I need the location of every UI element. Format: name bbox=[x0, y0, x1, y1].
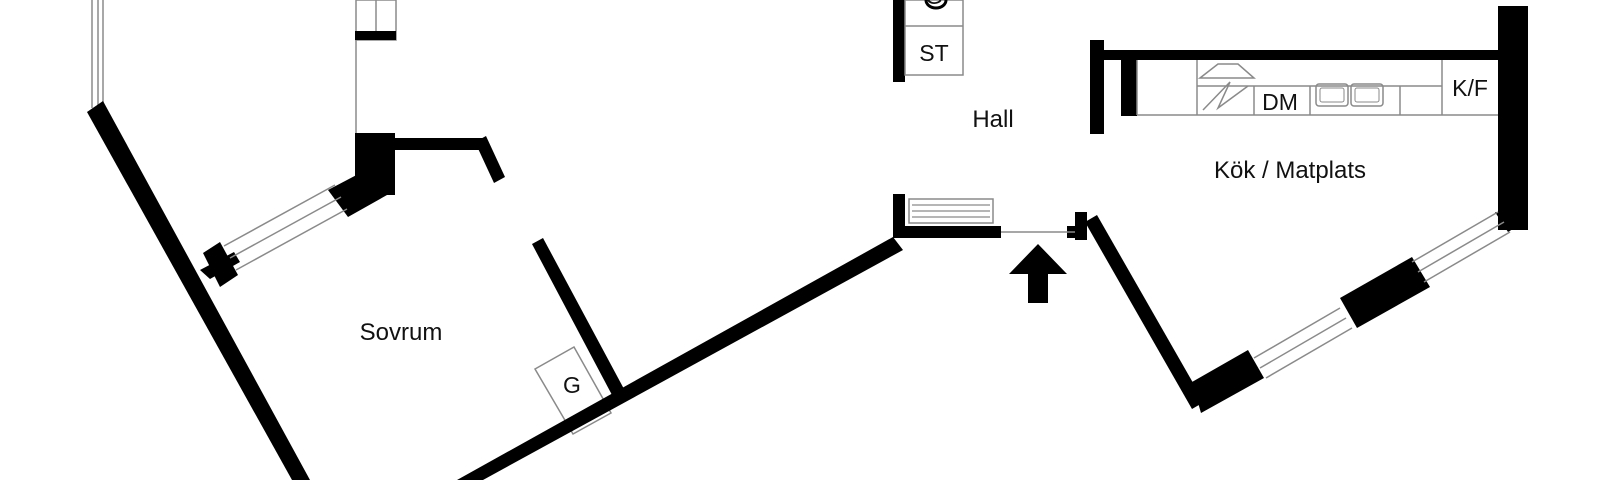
hall-label: Hall bbox=[972, 106, 1013, 133]
kitchen-walls bbox=[1090, 0, 1528, 230]
storage-label: ST bbox=[919, 40, 948, 66]
wardrobe-label-top: G bbox=[925, 0, 943, 9]
hall-walls bbox=[893, 0, 1087, 240]
south-exterior-wall bbox=[457, 237, 903, 480]
fridge-freezer-label: K/F bbox=[1452, 75, 1488, 101]
upper-room-fixture bbox=[355, 0, 397, 133]
dishwasher-label: DM bbox=[1262, 89, 1298, 115]
bedroom-north-wall bbox=[200, 133, 505, 287]
kitchen-label: Kök / Matplats bbox=[1214, 157, 1366, 184]
kitchen-exterior-walls bbox=[1085, 211, 1528, 413]
entrance-arrow-icon bbox=[1009, 244, 1067, 303]
bedroom-closet-wall bbox=[532, 238, 624, 436]
bedroom-label: Sovrum bbox=[360, 319, 443, 346]
left-exterior-wall bbox=[87, 0, 310, 480]
stove-hood bbox=[1197, 63, 1256, 111]
bedroom-wardrobe-label: G bbox=[563, 372, 581, 398]
